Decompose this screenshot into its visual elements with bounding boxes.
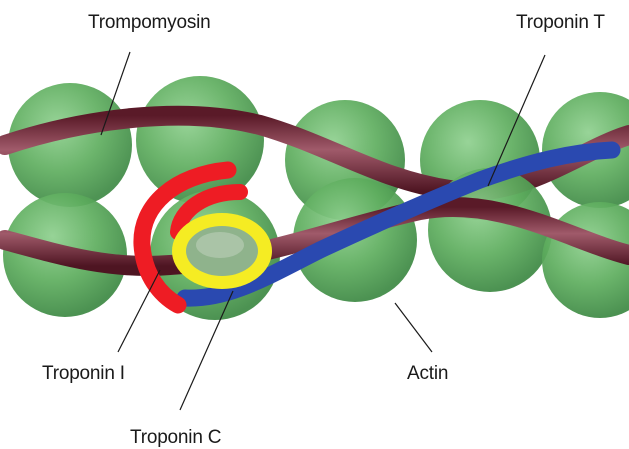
leader-line-troponin-i — [118, 270, 160, 352]
leader-line-actin — [395, 303, 432, 352]
troponin-i-label: Troponin I — [42, 363, 125, 385]
troponin-t-label: Troponin T — [516, 12, 605, 34]
troponin-c-shape — [172, 213, 272, 289]
actin-bead — [136, 76, 264, 204]
actin-label: Actin — [407, 363, 448, 385]
tropomyosin-label: Trompomyosin — [88, 12, 211, 34]
troponin-c-label: Troponin C — [130, 427, 221, 449]
